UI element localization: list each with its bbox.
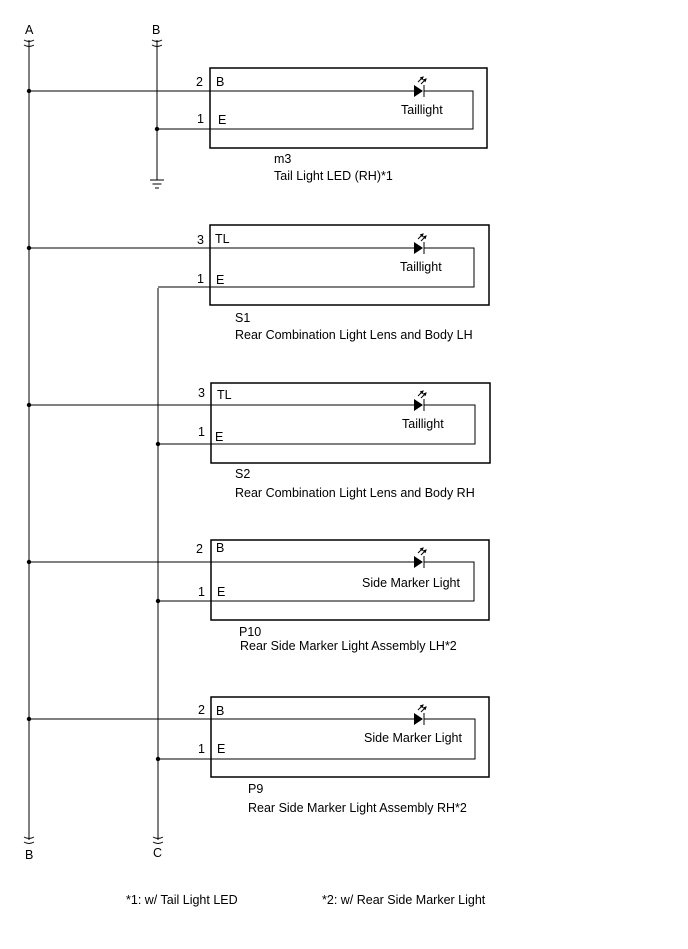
pin-number: 1	[198, 742, 205, 756]
pin-name: B	[216, 541, 224, 555]
led-icon	[414, 390, 427, 411]
component-code: S1	[235, 311, 250, 325]
component-name: Rear Side Marker Light Assembly RH*2	[248, 801, 467, 815]
junction-dot-icon	[155, 441, 161, 447]
junction-dot-icon	[155, 756, 161, 762]
junction-dot-icon	[26, 245, 32, 251]
bus-b-line	[150, 39, 164, 189]
component-name: Rear Combination Light Lens and Body LH	[235, 328, 473, 342]
junction-dot-icon	[155, 598, 161, 604]
pin-number: 1	[198, 585, 205, 599]
component-code: P9	[248, 782, 263, 796]
ground-icon	[150, 179, 164, 189]
led-icon	[414, 704, 427, 725]
component-name: Tail Light LED (RH)*1	[274, 169, 393, 183]
pin-name: TL	[217, 388, 232, 402]
component-name: Rear Combination Light Lens and Body RH	[235, 486, 475, 500]
led-icon	[414, 76, 427, 97]
pin-name: TL	[215, 232, 230, 246]
component-m3: 2 B 1 E Taillight m3 Tail Light LED (RH)…	[26, 67, 488, 183]
break-mark-icon	[152, 836, 164, 839]
bus-label-b-top: B	[152, 23, 160, 37]
component-name: Rear Side Marker Light Assembly LH*2	[240, 639, 457, 653]
junction-dot-icon	[26, 716, 32, 722]
break-mark-icon	[23, 39, 35, 42]
lamp-label: Side Marker Light	[362, 576, 460, 590]
pin-name: B	[216, 704, 224, 718]
pin-name: E	[217, 742, 225, 756]
pin-number: 2	[196, 542, 203, 556]
pin-name: E	[218, 113, 226, 127]
footnote-2: *2: w/ Rear Side Marker Light	[322, 893, 486, 907]
junction-dot-icon	[26, 559, 32, 565]
component-code: P10	[239, 625, 261, 639]
led-icon	[414, 547, 427, 568]
connector-box	[209, 67, 488, 149]
connector-box	[209, 224, 490, 306]
component-s1: 3 TL 1 E Taillight S1 Rear Combination L…	[26, 224, 490, 342]
pin-number: 2	[196, 75, 203, 89]
break-mark-icon	[23, 44, 35, 47]
pin-number: 2	[198, 703, 205, 717]
component-p10: 2 B 1 E Side Marker Light P10 Rear Side …	[26, 539, 490, 653]
break-mark-icon	[151, 39, 163, 42]
pin-number: 3	[197, 233, 204, 247]
pin-name: B	[216, 75, 224, 89]
pin-name: E	[216, 273, 224, 287]
pin-number: 1	[197, 272, 204, 286]
footnote-1: *1: w/ Tail Light LED	[126, 893, 238, 907]
component-code: S2	[235, 467, 250, 481]
bus-label-b-bottom: B	[25, 848, 33, 862]
break-mark-icon	[23, 841, 35, 844]
break-mark-icon	[151, 44, 163, 47]
pin-number: 1	[197, 112, 204, 126]
break-mark-icon	[152, 841, 164, 844]
connector-box	[210, 696, 490, 778]
pin-name: E	[217, 585, 225, 599]
pin-number: 1	[198, 425, 205, 439]
connector-box	[210, 539, 490, 621]
bus-label-c-bottom: C	[153, 846, 162, 860]
lamp-label: Side Marker Light	[364, 731, 462, 745]
bus-c-line	[152, 288, 164, 844]
led-icon	[414, 233, 427, 254]
bus-label-a-top: A	[25, 23, 34, 37]
junction-dot-icon	[26, 88, 32, 94]
component-p9: 2 B 1 E Side Marker Light P9 Rear Side M…	[26, 696, 490, 815]
bus-a-line	[23, 39, 35, 844]
lamp-label: Taillight	[402, 417, 444, 431]
component-s2: 3 TL 1 E Taillight S2 Rear Combination L…	[26, 382, 491, 500]
junction-dot-icon	[26, 402, 32, 408]
pin-number: 3	[198, 386, 205, 400]
pin-name: E	[215, 430, 223, 444]
lamp-label: Taillight	[400, 260, 442, 274]
connector-box	[210, 382, 491, 464]
component-code: m3	[274, 152, 291, 166]
junction-dot-icon	[154, 126, 160, 132]
lamp-label: Taillight	[401, 103, 443, 117]
break-mark-icon	[23, 836, 35, 839]
